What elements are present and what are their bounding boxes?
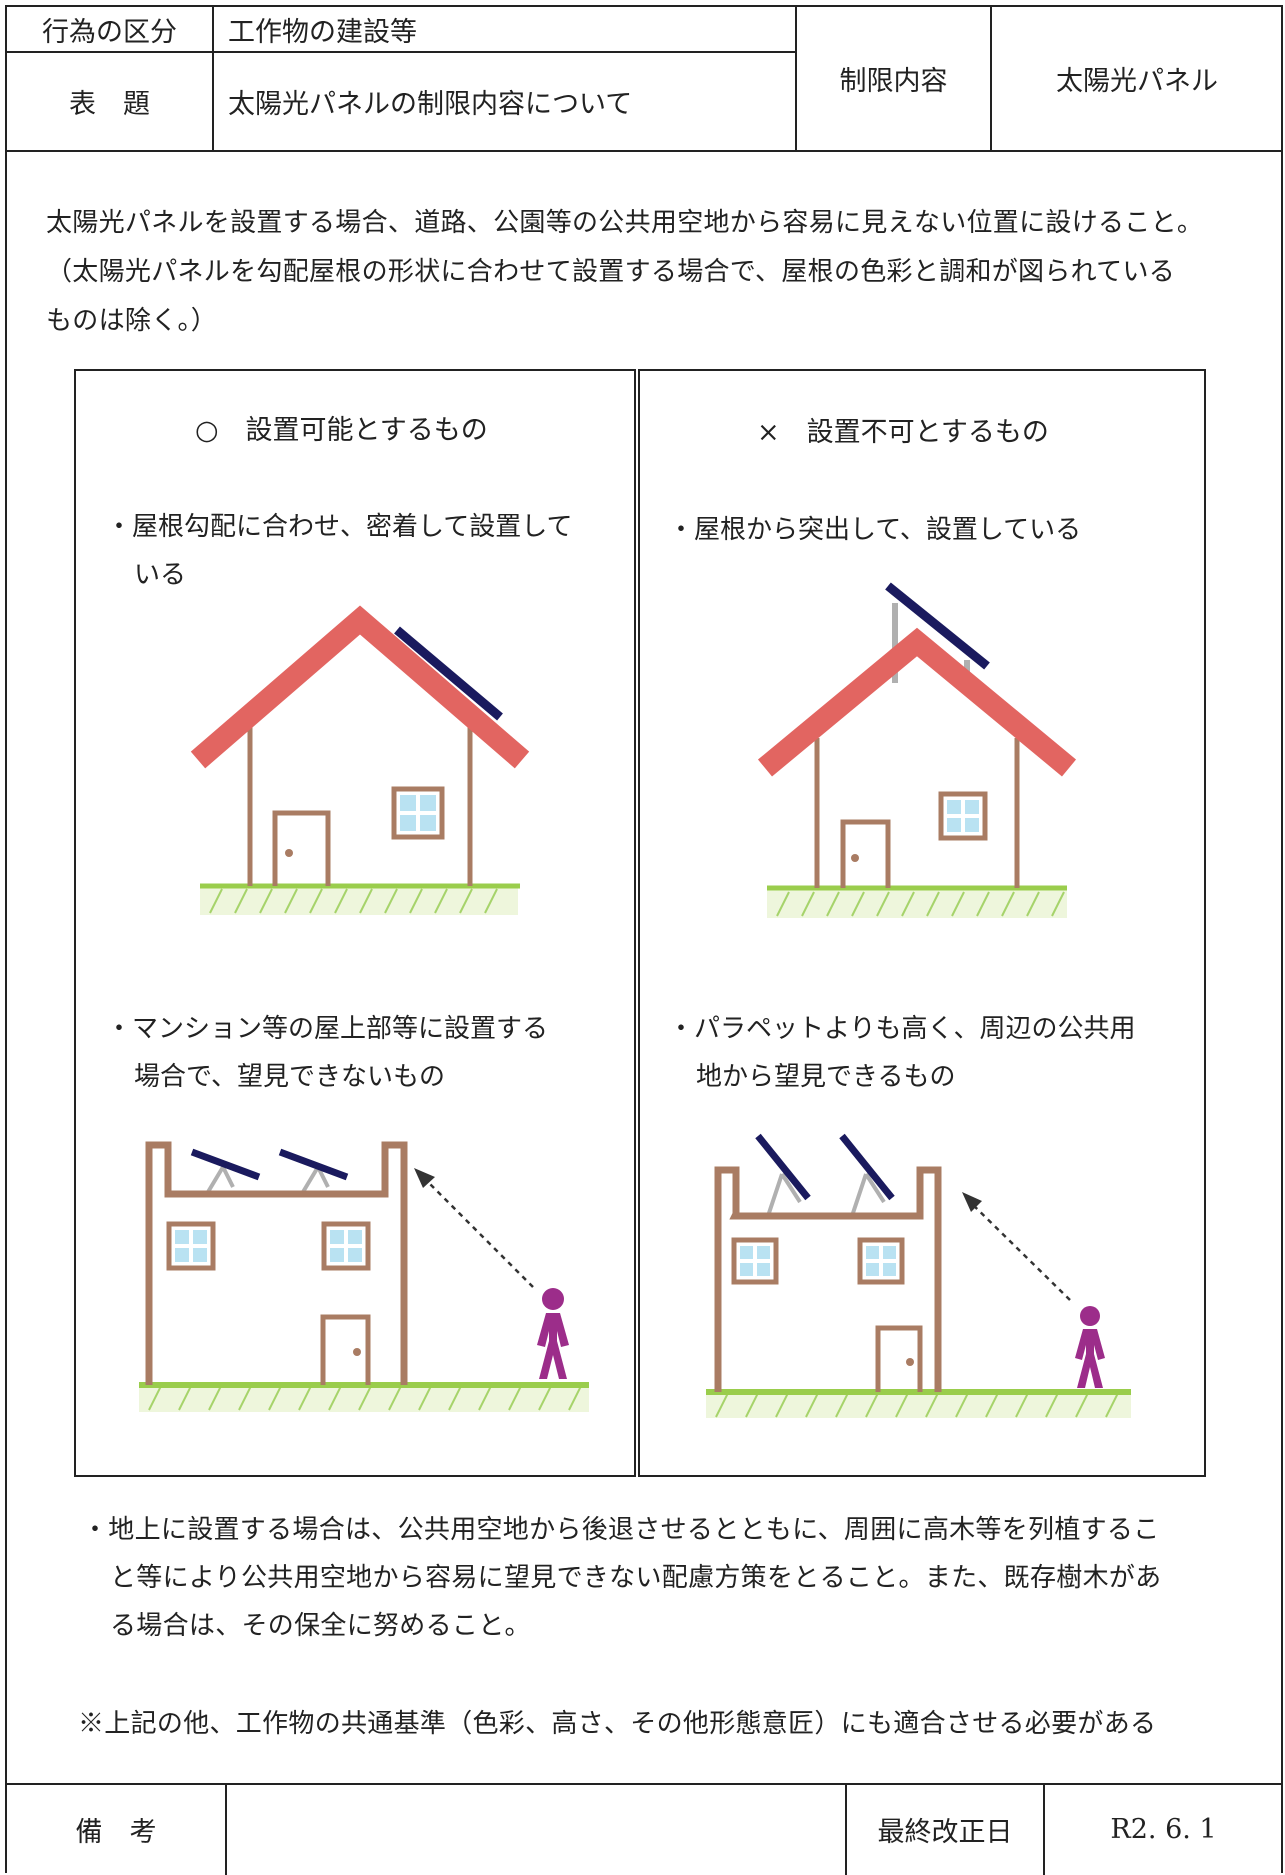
house-walls	[814, 738, 1020, 888]
ground-shade	[200, 885, 518, 915]
intro-paragraph: 太陽光パネルを設置する場合、道路、公園等の公共用空地から容易に見えない位置に設け…	[46, 199, 1276, 346]
ng-item-1: ・屋根から突出して、設置している	[668, 506, 1081, 554]
person-icon	[1075, 1306, 1105, 1388]
ng-panel-title: × 設置不可とするもの	[757, 417, 1049, 448]
apartment-hidden-panels-illustration	[139, 1141, 589, 1412]
window-left	[166, 1221, 216, 1271]
ng-item-1-line-1: ・屋根から突出して、設置している	[668, 515, 1082, 545]
roof	[757, 627, 1077, 777]
ok-item-1-line-2: いる	[134, 560, 187, 590]
ok-item-1-line-1: ・屋根勾配に合わせ、密着して設置して	[106, 512, 573, 542]
door	[840, 819, 891, 888]
revised-date-label: 最終改正日	[877, 1816, 1013, 1848]
solar-panel-2	[278, 1148, 349, 1181]
ok-panel-title: ○ 設置可能とするもの	[195, 415, 488, 446]
footer-col-divider-1	[225, 1783, 227, 1875]
intro-line-1: 太陽光パネルを設置する場合、道路、公園等の公共用空地から容易に見えない位置に設け…	[46, 208, 1204, 238]
solar-panel	[885, 582, 990, 670]
footer-col-divider-2	[845, 1783, 847, 1875]
common-standard-note: ※上記の他、工作物の共通基準（色彩、高さ、その他形態意匠）にも適合させる必要があ…	[78, 1709, 1157, 1739]
revised-date-value: R2. 6. 1	[1110, 1813, 1217, 1845]
header-row-divider	[5, 51, 795, 53]
ground-note-line-2: と等により公共用空地から容易に望見できない配慮方策をとること。また、既存樹木があ	[110, 1563, 1162, 1593]
door-knob	[285, 849, 293, 857]
intro-line-2: （太陽光パネルを勾配屋根の形状に合わせて設置する場合で、屋根の色彩と調和が図られ…	[46, 257, 1176, 287]
door	[272, 810, 331, 886]
door-knob	[851, 854, 859, 862]
ok-item-2-line-2: 場合で、望見できないもの	[134, 1062, 445, 1092]
door-knob	[906, 1358, 914, 1366]
window-right	[321, 1221, 371, 1271]
sightline-arrow	[965, 1197, 1071, 1301]
solar-panel-1	[755, 1133, 811, 1201]
house-flush-panel-illustration	[190, 605, 530, 915]
footer-top-border	[5, 1783, 1283, 1785]
remarks-label: 備 考	[75, 1816, 157, 1848]
ground-hatch	[776, 891, 1065, 917]
ground-hatch	[148, 1385, 582, 1411]
ng-item-2-line-1: ・パラペットよりも高く、周辺の公共用	[668, 1014, 1136, 1044]
sightline-arrow	[419, 1173, 534, 1288]
ok-panel	[74, 369, 636, 1477]
header-col-divider-2	[795, 5, 797, 151]
ok-item-2: ・マンション等の屋上部等に設置する 場合で、望見できないもの	[106, 1005, 548, 1101]
header-bottom-border	[5, 150, 1283, 152]
ground-hatch	[715, 1392, 1119, 1418]
ground-note-line-3: る場合は、その保全に努めること。	[110, 1611, 531, 1641]
door	[875, 1325, 923, 1392]
window-right	[857, 1237, 905, 1285]
panel-supports	[206, 1165, 330, 1194]
title-value: 太陽光パネルの制限内容について	[228, 89, 633, 120]
apartment-walls	[145, 1141, 408, 1385]
ng-item-2-line-2: 地から望見できるもの	[696, 1062, 956, 1092]
panel-supports	[766, 1172, 886, 1217]
ng-panel	[638, 369, 1206, 1477]
door	[320, 1314, 371, 1385]
door-knob	[353, 1348, 361, 1356]
apartment-visible-panels-illustration	[706, 1133, 1131, 1418]
header-col-divider-1	[212, 5, 214, 151]
action-label: 行為の区分	[42, 16, 177, 48]
solar-panel	[394, 626, 503, 721]
restriction-value: 太陽光パネル	[1056, 66, 1218, 97]
intro-line-3: ものは除く。）	[46, 306, 218, 336]
ground-shade	[767, 886, 1067, 918]
window-left	[731, 1237, 779, 1285]
header-col-divider-3	[990, 5, 992, 151]
ok-item-1: ・屋根勾配に合わせ、密着して設置して いる	[106, 503, 572, 599]
house-protruding-panel-illustration	[757, 582, 1077, 918]
ng-item-2: ・パラペットよりも高く、周辺の公共用 地から望見できるもの	[668, 1005, 1135, 1101]
footer-col-divider-3	[1043, 1783, 1045, 1875]
solar-panel-2	[839, 1133, 895, 1201]
ground-hatch	[209, 888, 498, 914]
remarks-value	[240, 1785, 840, 1873]
sightline-arrowhead	[414, 1168, 435, 1188]
roof	[190, 605, 530, 769]
action-value: 工作物の建設等	[228, 16, 417, 48]
window	[938, 791, 988, 841]
restriction-label: 制限内容	[839, 66, 948, 97]
ground-installation-note: ・地上に設置する場合は、公共用空地から後退させるとともに、周囲に高木等を列植する…	[82, 1506, 1262, 1650]
sightline-arrowhead	[962, 1192, 982, 1212]
document-frame	[5, 5, 1283, 1873]
window	[391, 786, 445, 840]
ground-note-line-1: ・地上に設置する場合は、公共用空地から後退させるとともに、周囲に高木等を列植する…	[82, 1515, 1160, 1545]
person-icon	[537, 1288, 569, 1379]
header-top-border	[5, 5, 1283, 7]
ok-item-2-line-1: ・マンション等の屋上部等に設置する	[106, 1014, 549, 1044]
apartment-walls	[714, 1166, 942, 1392]
title-label: 表 題	[69, 89, 150, 120]
house-walls	[247, 723, 473, 886]
solar-panel-1	[190, 1148, 261, 1181]
